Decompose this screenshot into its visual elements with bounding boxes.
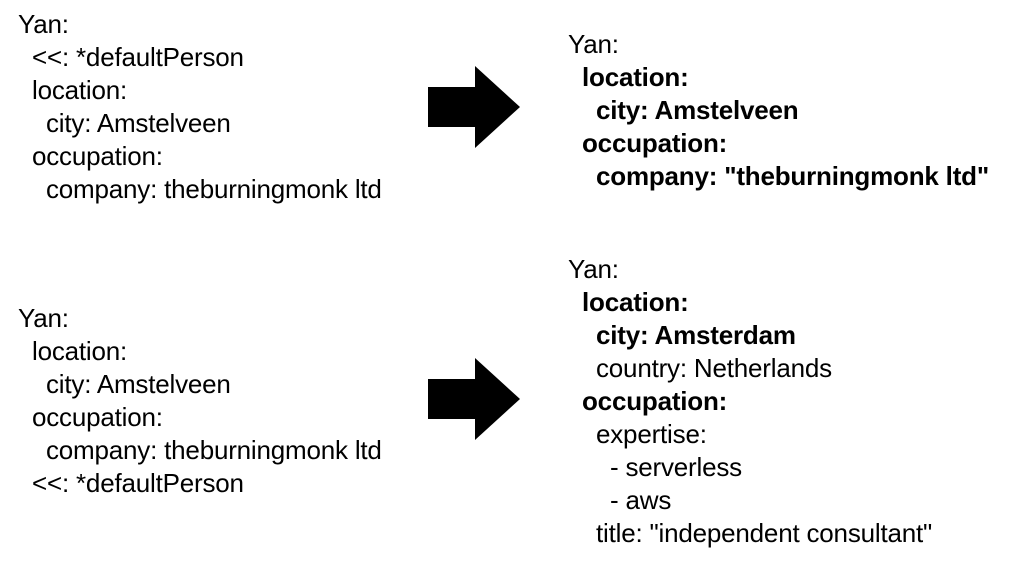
right-arrow-icon [428,358,520,440]
yaml-line: Yan: [18,303,69,333]
right-arrow-icon [428,66,520,148]
yaml-line: expertise: [596,419,707,449]
yaml-line: occupation: [582,386,728,416]
yaml-line: occupation: [582,128,728,158]
yaml-line: occupation: [32,141,163,171]
yaml-line: Yan: [568,29,619,59]
yaml-line: <<: *defaultPerson [32,468,244,498]
right-arrow-shape [428,66,520,148]
yaml-line: - serverless [610,452,742,482]
right-arrow-shape [428,358,520,440]
yaml-line: location: [32,336,128,366]
yaml-line: city: Amsterdam [596,320,796,350]
yaml-line: company: theburningmonk ltd [46,435,382,465]
yaml-line: city: Amstelveen [596,95,799,125]
yaml-line: Yan: [18,9,69,39]
yaml-line: company: theburningmonk ltd [46,174,382,204]
yaml-line: location: [32,75,128,105]
yaml-line: city: Amstelveen [46,369,231,399]
yaml-line: Yan: [568,254,619,284]
yaml-line: city: Amstelveen [46,108,231,138]
yaml-line: title: "independent consultant" [596,518,933,548]
yaml-line: <<: *defaultPerson [32,42,244,72]
yaml-line: country: Netherlands [596,353,832,383]
yaml-line: - aws [610,485,672,515]
yaml-line: occupation: [32,402,163,432]
yaml-line: company: "theburningmonk ltd" [596,161,989,191]
yaml-line: location: [582,62,689,92]
yaml-line: location: [582,287,689,317]
